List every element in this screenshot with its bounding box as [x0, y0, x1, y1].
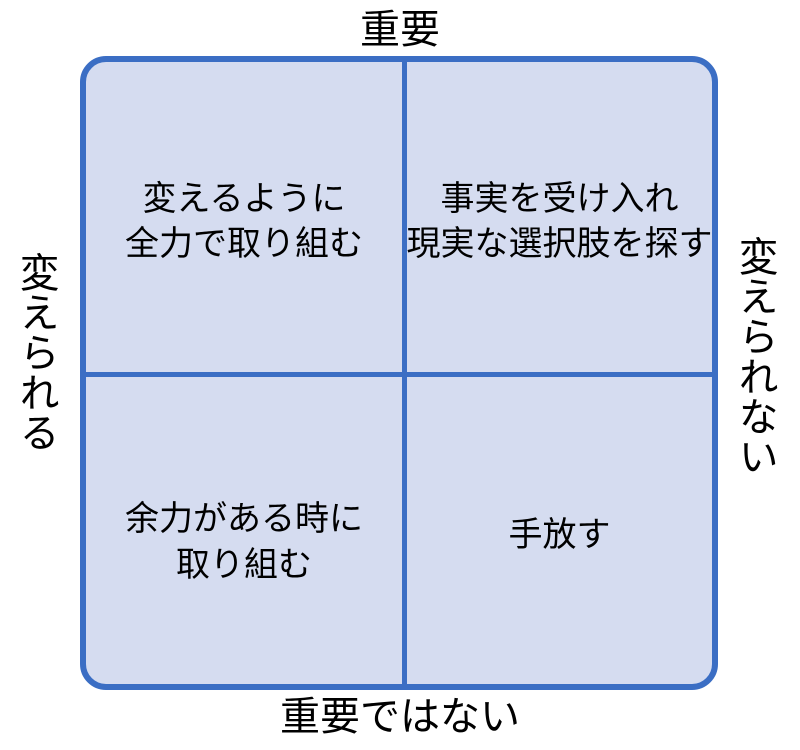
quadrant-text-line: 手放す: [508, 515, 611, 554]
quadrant-text-line: 余力がある時に: [125, 500, 363, 539]
quadrant-text-line: 現実な選択肢を探す: [406, 225, 713, 263]
quadrant-text-line: 事実を受け入れ: [440, 179, 679, 218]
divider-horizontal: [86, 372, 712, 377]
axis-label-right: 変えられない: [732, 236, 777, 476]
axis-label-left: 変えられる: [13, 252, 58, 452]
quadrant-text-line: 取り組む: [176, 545, 312, 584]
quadrant-text-line: 全力で取り組む: [125, 225, 363, 263]
quadrant-unimportant-changeable: 余力がある時に 取り組む: [86, 377, 402, 684]
quadrant-important-unchangeable: 事実を受け入れ 現実な選択肢を探す: [406, 62, 713, 372]
quadrant-important-changeable: 変えるように 全力で取り組む: [86, 62, 402, 372]
quadrant-unimportant-unchangeable: 手放す: [407, 377, 712, 684]
matrix-box: 変えるように 全力で取り組む 事実を受け入れ 現実な選択肢を探す 余力がある時に…: [80, 56, 718, 690]
axis-label-bottom: 重要ではない: [280, 695, 520, 739]
axis-label-top: 重要: [360, 8, 440, 52]
quadrant-text-line: 変えるように: [142, 179, 346, 218]
